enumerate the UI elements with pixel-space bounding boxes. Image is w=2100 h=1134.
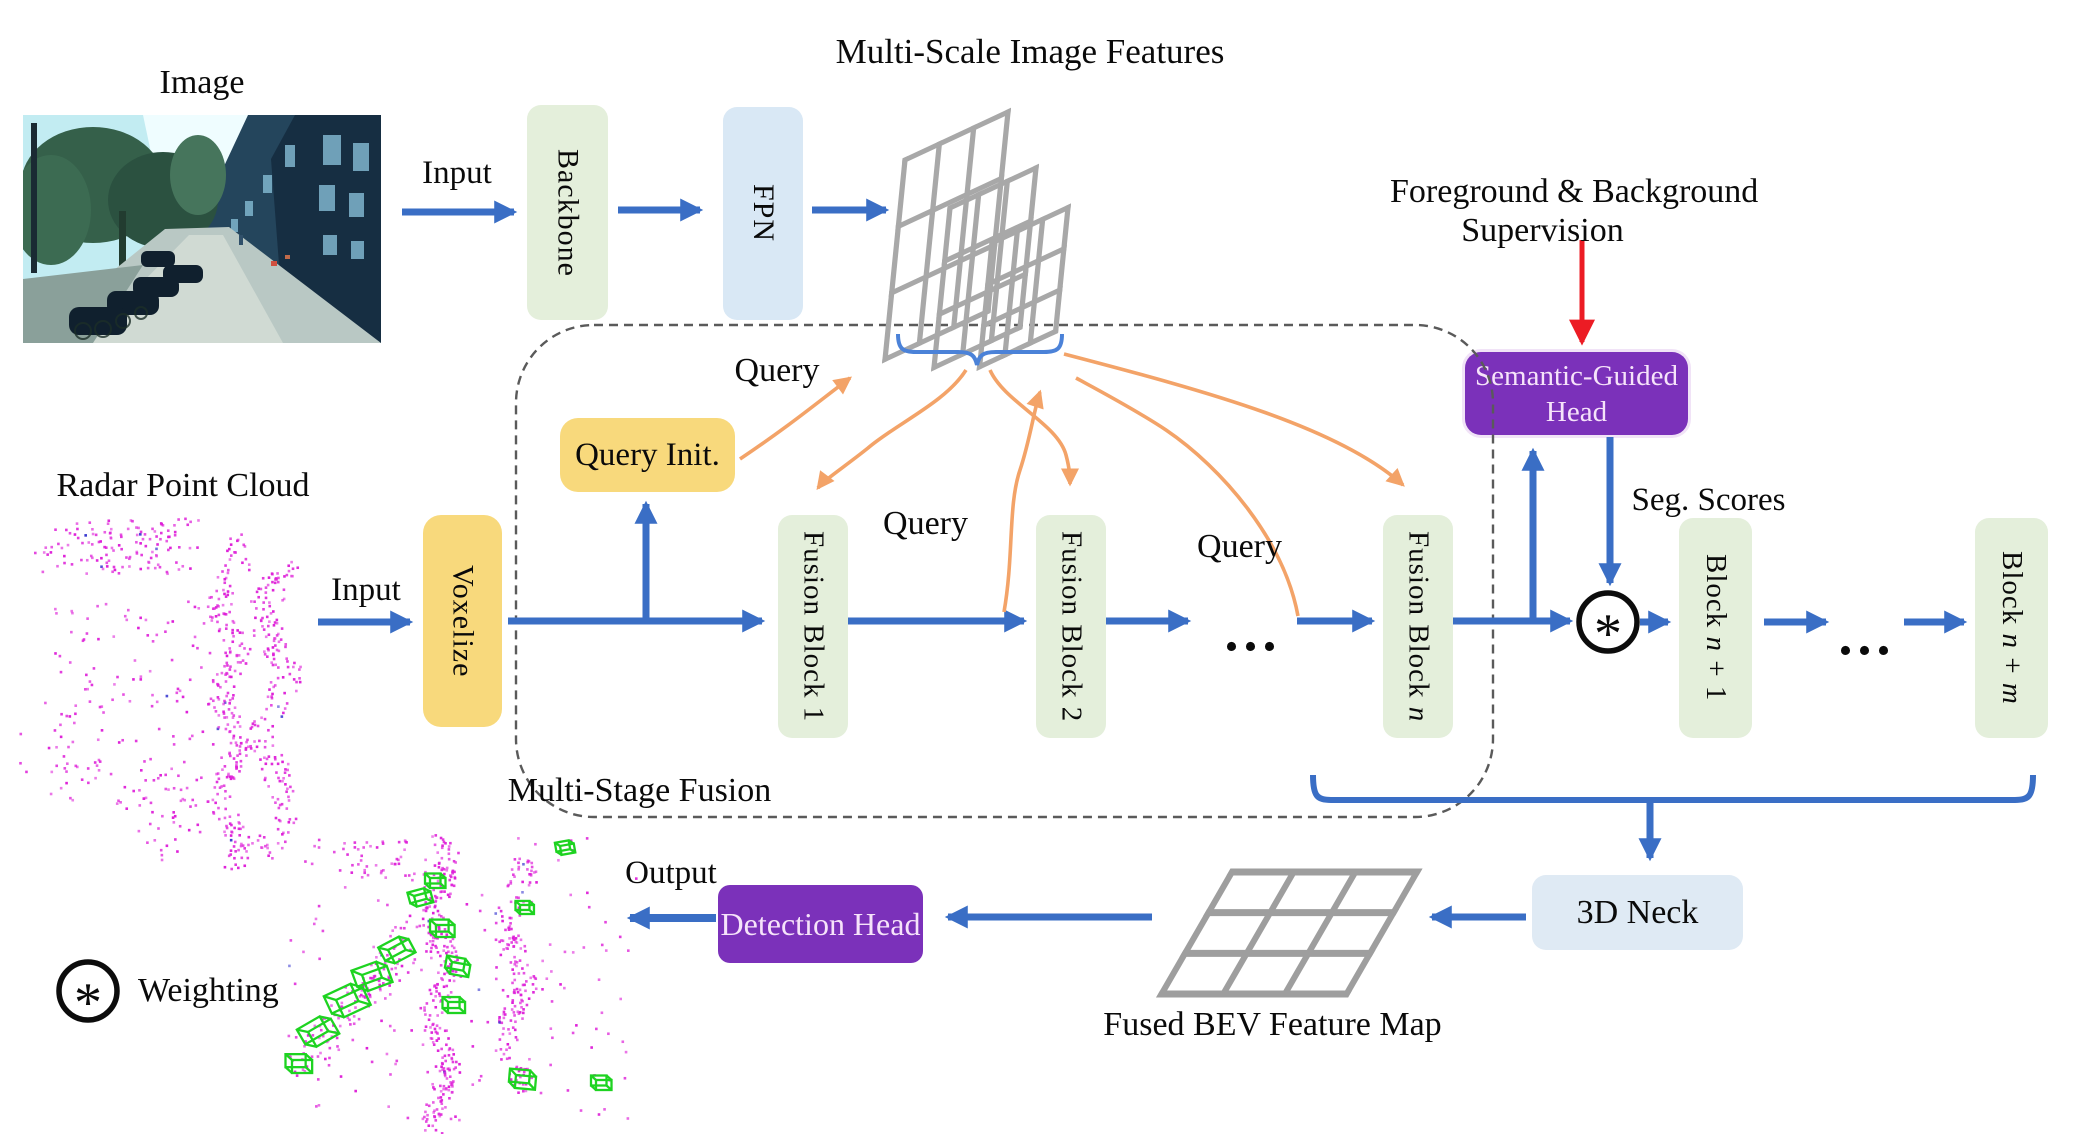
query-label-1: Query — [734, 352, 820, 389]
fusion-block-n-box: Fusion Block n — [1383, 515, 1453, 738]
backbone-box: Backbone — [527, 105, 608, 320]
multi-stage-fusion-region — [514, 323, 1495, 819]
fused-bev-grid-icon — [1156, 868, 1423, 998]
multi-scale-title: Multi-Scale Image Features — [835, 32, 1225, 71]
feature-brace — [896, 333, 1064, 366]
multi-stage-fusion-label: Multi-Stage Fusion — [507, 772, 772, 809]
blocks-bracket — [1310, 774, 2036, 803]
legend-asterisk: * — [74, 972, 102, 1034]
detection-head-box: Detection Head — [718, 885, 923, 963]
voxelize-box: Voxelize — [423, 515, 502, 727]
block-n-plus-1-box: Block n + 1 — [1679, 518, 1752, 738]
query-init-label: Query Init. — [575, 436, 720, 473]
sgh-label-line2: Head — [1545, 395, 1608, 428]
fpn-label: FPN — [747, 184, 780, 243]
query-label-3: Query — [1197, 528, 1282, 565]
sgh-label-line1: Semantic-Guided — [1475, 359, 1678, 392]
fusion-block-2-label: Fusion Block 2 — [1055, 530, 1088, 723]
multi-scale-feature-grids-icon — [881, 107, 1072, 372]
radar-point-cloud-input — [19, 517, 302, 871]
output-label: Output — [625, 855, 717, 891]
seg-scores-label: Seg. Scores — [1631, 482, 1786, 518]
detection-3d-boxes — [284, 839, 613, 1092]
query-label-2: Query — [883, 505, 968, 542]
fpn-box: FPN — [723, 107, 803, 320]
input-radar-label: Input — [331, 572, 401, 608]
image-label: Image — [159, 64, 245, 101]
tail-ellipsis: ... — [1838, 605, 1896, 667]
weighting-asterisk: * — [1594, 603, 1622, 665]
fusion-block-2-box: Fusion Block 2 — [1036, 515, 1106, 738]
detection-head-label: Detection Head — [720, 905, 921, 942]
fused-bev-label: Fused BEV Feature Map — [1103, 1006, 1442, 1043]
block-n-plus-m-box: Block n + m — [1975, 518, 2048, 738]
input-image-label: Input — [422, 155, 492, 191]
3d-neck-label: 3D Neck — [1576, 893, 1699, 931]
camera-image — [23, 115, 381, 343]
fusion-block-1-box: Fusion Block 1 — [778, 515, 848, 738]
backbone-label: Backbone — [551, 148, 585, 277]
voxelize-label: Voxelize — [446, 564, 480, 678]
fusion-block-n-label: Fusion Block — [1402, 530, 1435, 707]
query-init-box: Query Init. — [560, 418, 735, 492]
fusion-ellipsis: ... — [1224, 601, 1282, 663]
legend-weighting-label: Weighting — [138, 972, 279, 1009]
3d-neck-box: 3D Neck — [1532, 875, 1743, 950]
fusion-block-1-label: Fusion Block 1 — [797, 530, 830, 723]
radar-point-cloud-label: Radar Point Cloud — [56, 467, 310, 504]
